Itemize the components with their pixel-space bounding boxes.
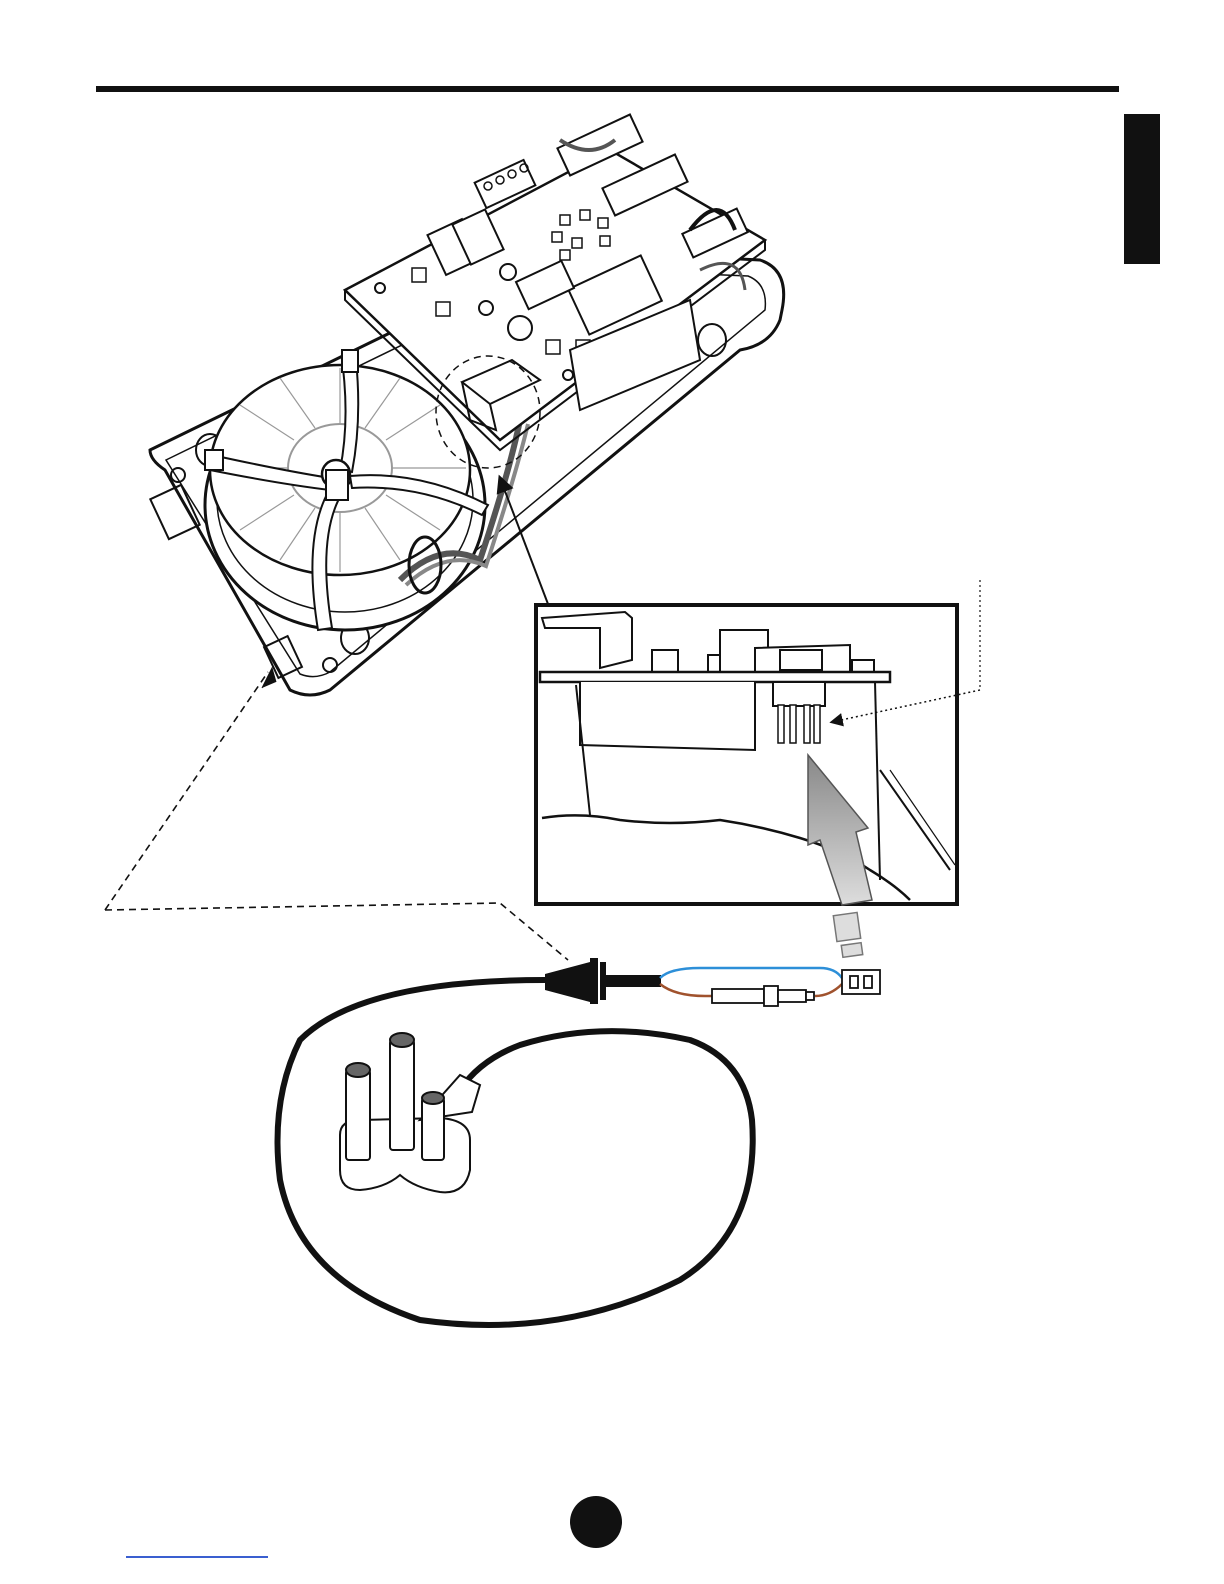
detail-inset [536,580,980,905]
fuse-icon [712,986,814,1006]
plug-icon [340,1033,480,1192]
connector-icon [842,970,880,994]
connector-icon [833,912,862,957]
guide-line [105,672,568,960]
footer-link-underline [126,1556,268,1558]
page-number-marker [570,1496,622,1548]
